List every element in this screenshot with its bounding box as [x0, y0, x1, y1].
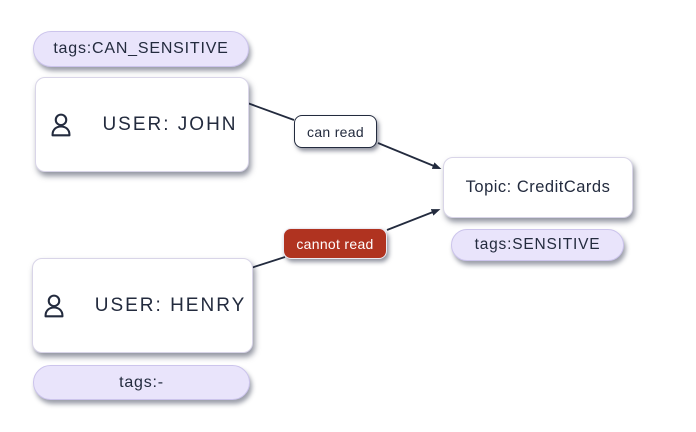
user-node-henry: USER: HENRY — [32, 258, 253, 353]
edge-can-read-to-topic — [377, 142, 442, 170]
topic-node-label: Topic: CreditCards — [465, 178, 611, 196]
user-node-john: USER: JOHN — [35, 77, 249, 172]
user-node-john-label: USER: JOHN — [102, 113, 238, 135]
edge-label-can-read: can read — [294, 115, 377, 148]
edge-label-cannot-read-text: cannot read — [296, 235, 374, 252]
edge-label-can-read-text: can read — [307, 123, 364, 140]
edge-label-cannot-read: cannot read — [283, 228, 387, 259]
tag-pill-topic: tags:SENSITIVE — [451, 229, 624, 261]
tag-pill-john: tags:CAN_SENSITIVE — [33, 31, 249, 67]
tag-pill-henry: tags:- — [33, 365, 250, 400]
tag-pill-henry-label: tags:- — [119, 373, 164, 391]
user-icon — [51, 113, 71, 136]
edge-cannot-read-to-topic — [386, 209, 441, 231]
user-node-henry-label: USER: HENRY — [94, 294, 247, 316]
user-icon — [44, 294, 64, 317]
tag-pill-topic-label: tags:SENSITIVE — [474, 236, 601, 253]
topic-node: Topic: CreditCards — [443, 157, 633, 218]
tag-pill-john-label: tags:CAN_SENSITIVE — [53, 40, 229, 57]
